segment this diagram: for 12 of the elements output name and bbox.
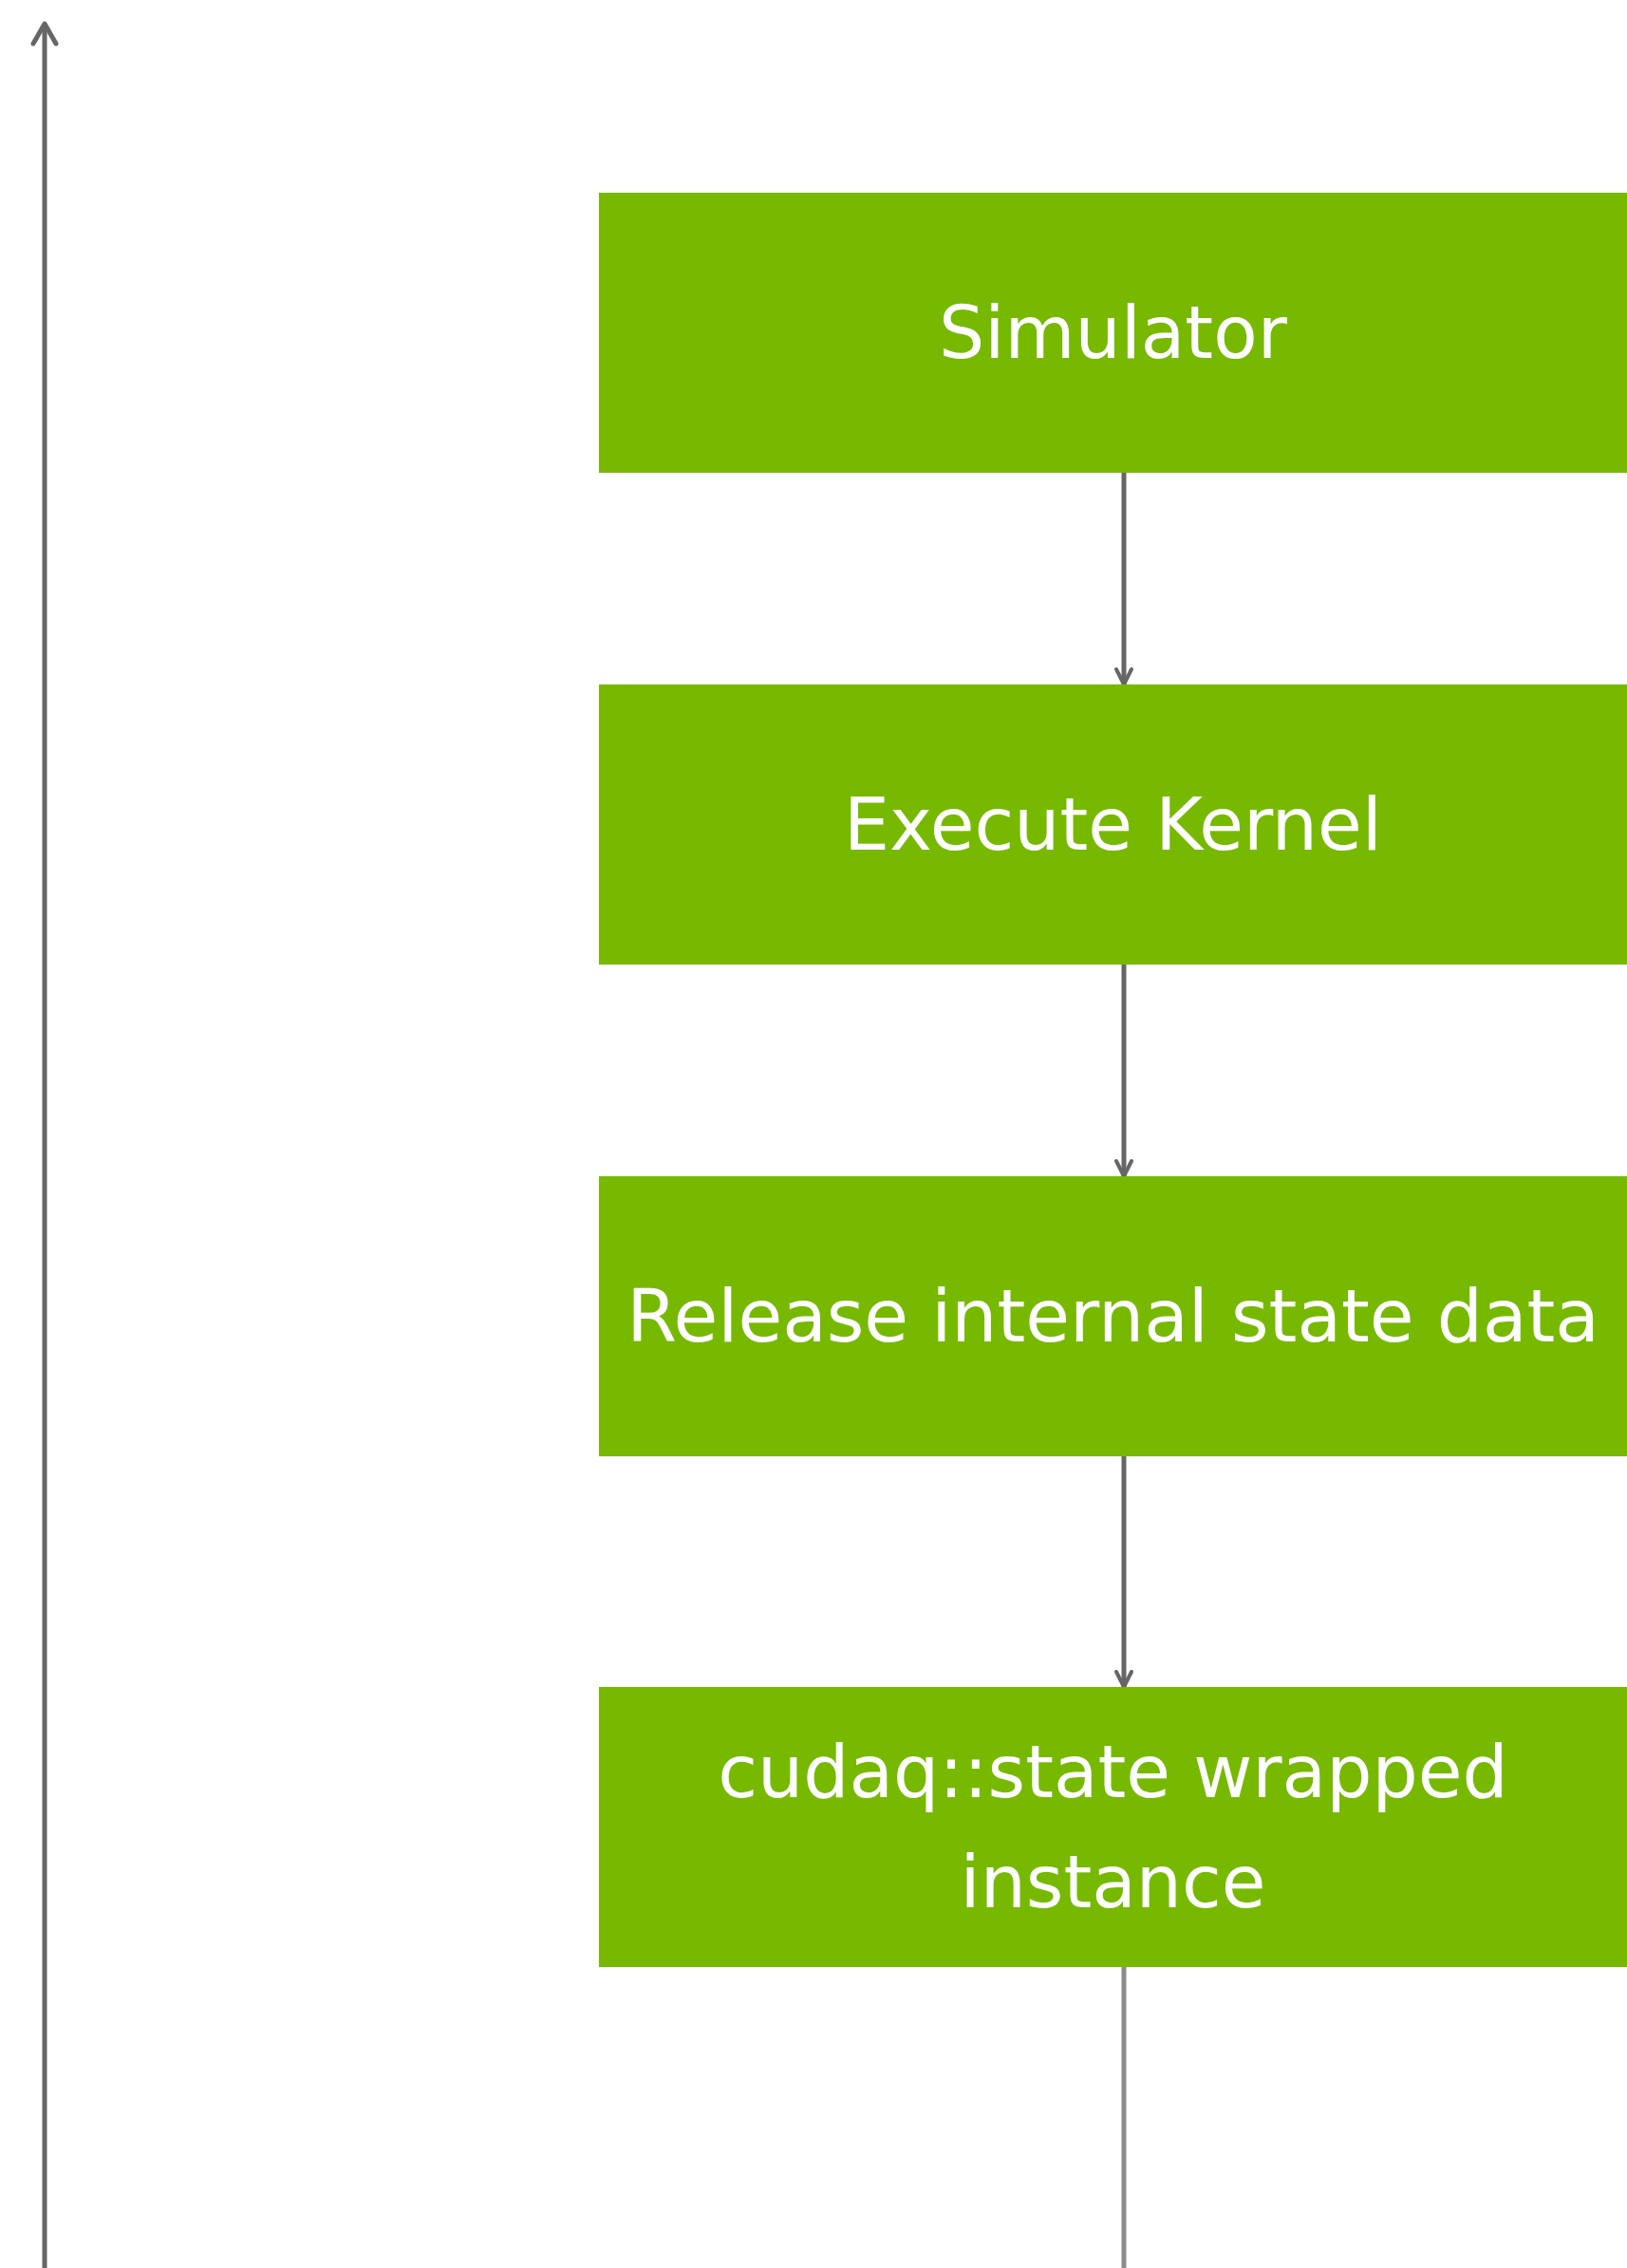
connector-line	[1121, 1967, 1127, 2268]
process-box	[599, 1687, 1627, 1967]
box-label: cudaq::state wrapped instance	[717, 1728, 1509, 1926]
process-box	[599, 684, 1627, 965]
box-label: Release internal state data	[626, 1272, 1599, 1360]
process-box	[599, 193, 1627, 473]
box-label: Simulator	[939, 289, 1287, 377]
arrow	[1114, 473, 1133, 686]
arrow	[1114, 965, 1133, 1178]
process-box	[599, 1176, 1627, 1456]
box-label: Execute Kernel	[844, 780, 1382, 869]
arrow	[1114, 1456, 1133, 1689]
